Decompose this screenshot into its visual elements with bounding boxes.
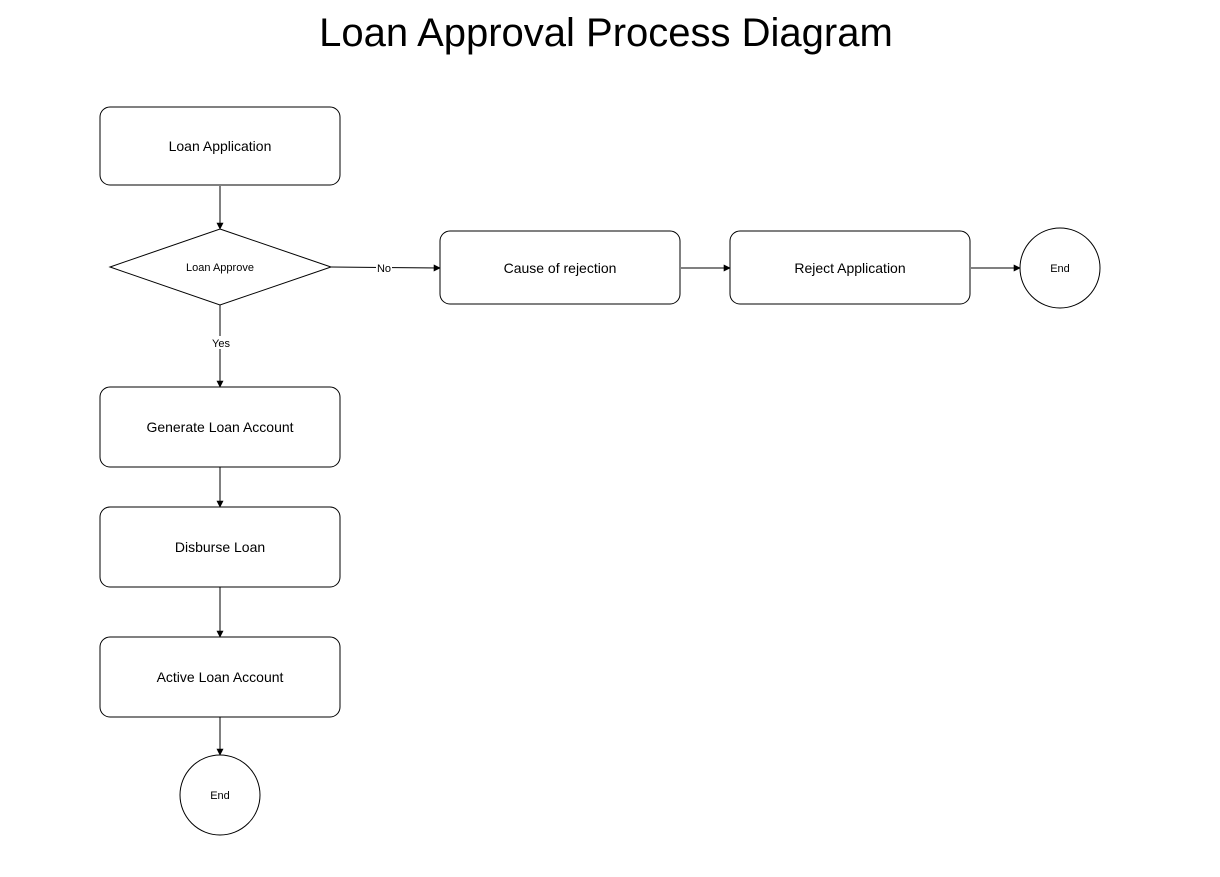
node-generate-loan-account[interactable]: Generate Loan Account [99, 386, 341, 468]
node-end-bottom[interactable]: End [179, 754, 261, 836]
node-end-bottom-label: End [210, 790, 230, 802]
node-cause-of-rejection[interactable]: Cause of rejection [439, 230, 681, 305]
node-end-right-label: End [1050, 263, 1070, 275]
node-loan-application[interactable]: Loan Application [99, 106, 341, 186]
node-active-loan-account-label: Active Loan Account [157, 669, 284, 685]
node-generate-loan-account-label: Generate Loan Account [146, 419, 293, 435]
edge-label-no: No [377, 263, 391, 275]
no-label-bg [376, 261, 392, 274]
node-loan-approve-label: Loan Approve [186, 262, 254, 274]
node-reject-application[interactable]: Reject Application [729, 230, 971, 305]
yes-label-bg [208, 336, 234, 349]
node-reject-application-label: Reject Application [794, 260, 905, 276]
node-active-loan-account[interactable]: Active Loan Account [99, 636, 341, 718]
node-disburse-loan[interactable]: Disburse Loan [99, 506, 341, 588]
node-cause-of-rejection-label: Cause of rejection [504, 260, 617, 276]
node-loan-approve-decision[interactable]: Loan Approve [108, 228, 333, 306]
node-end-right[interactable]: End [1019, 227, 1101, 309]
node-loan-application-label: Loan Application [169, 138, 272, 154]
diagram-title: Loan Approval Process Diagram [319, 11, 893, 55]
edge-label-yes: Yes [212, 338, 230, 350]
node-disburse-loan-label: Disburse Loan [175, 539, 265, 555]
